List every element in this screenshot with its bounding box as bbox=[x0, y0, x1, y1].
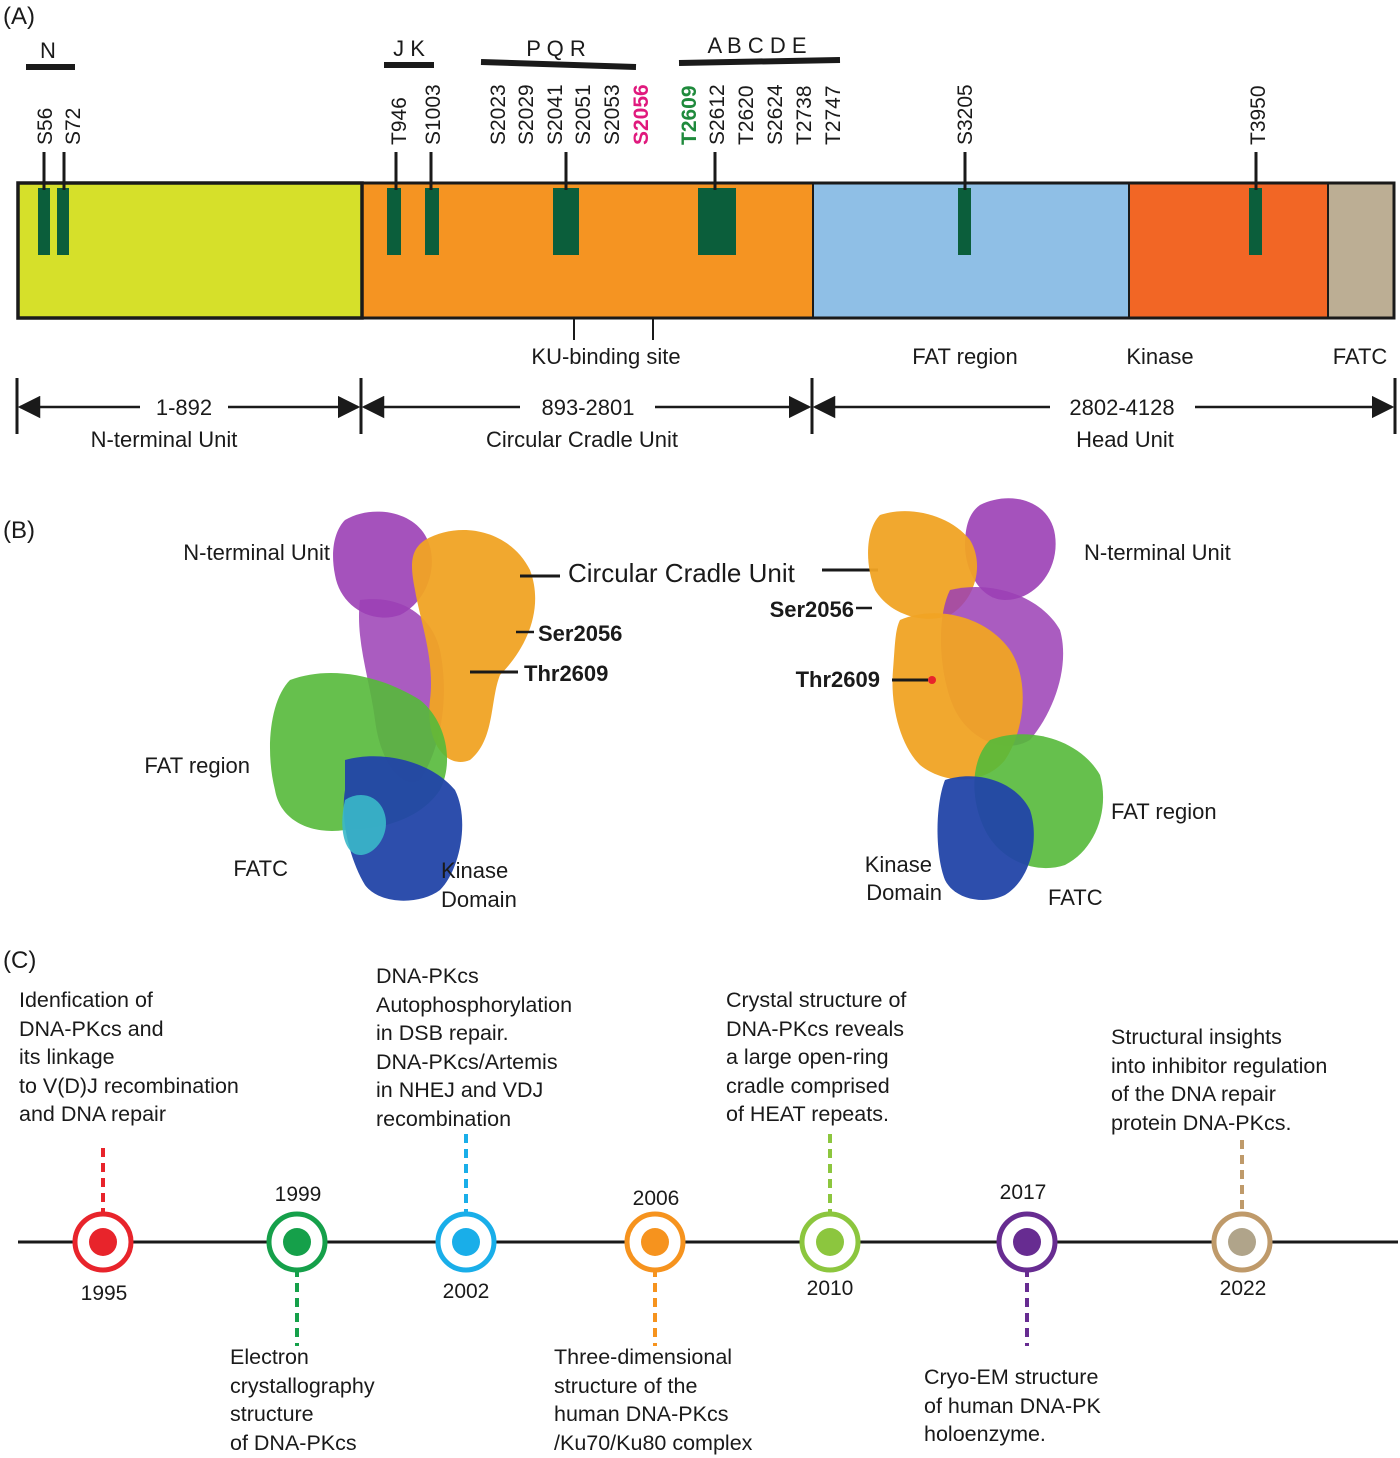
year-2022: 2022 bbox=[1220, 1277, 1267, 1300]
site-s2041: S2041 bbox=[544, 84, 567, 145]
event-1995-text: Idenfication of DNA-PKcs and its linkage… bbox=[19, 988, 239, 1127]
site-s72: S72 bbox=[62, 108, 85, 145]
site-s56: S56 bbox=[34, 108, 57, 145]
timeline-marker-2010 bbox=[799, 1211, 861, 1273]
kinase-label: Kinase bbox=[1126, 344, 1193, 369]
cluster-pqr-label: P Q R bbox=[526, 36, 586, 61]
kinase-segment bbox=[1129, 183, 1328, 318]
site-s2612: S2612 bbox=[706, 84, 729, 145]
year-1999: 1999 bbox=[275, 1183, 322, 1206]
left-ser2056-label: Ser2056 bbox=[538, 621, 622, 646]
fat-region-label: FAT region bbox=[912, 344, 1018, 369]
timeline-marker-1995 bbox=[72, 1211, 134, 1273]
year-2006: 2006 bbox=[633, 1187, 680, 1210]
site-s1003: S1003 bbox=[422, 84, 445, 145]
site-s2056-highlight: S2056 bbox=[630, 84, 653, 145]
fatc-segment bbox=[1328, 183, 1394, 318]
event-2010-text: Crystal structure of DNA-PKcs reveals a … bbox=[726, 988, 907, 1127]
year-2010: 2010 bbox=[807, 1277, 854, 1300]
event-2022-text: Structural insights into inhibitor regul… bbox=[1111, 1025, 1328, 1135]
head-range: 2802-4128 bbox=[1069, 395, 1174, 420]
cradle-unit-label: Circular Cradle Unit bbox=[568, 558, 796, 588]
site-s2023: S2023 bbox=[487, 84, 510, 145]
domain-bar bbox=[16, 152, 1396, 320]
timeline-marker-2002 bbox=[435, 1211, 497, 1273]
unit-ranges: 1-892 N-terminal Unit 893-2801 Circular … bbox=[15, 378, 1397, 452]
panel-c-label: (C) bbox=[3, 947, 36, 974]
right-fatc-label: FATC bbox=[1048, 885, 1103, 910]
event-1999-text: Electron crystallography structure of DN… bbox=[230, 1345, 375, 1455]
timeline-marker-2017 bbox=[996, 1211, 1058, 1273]
phosphosite-markers bbox=[38, 188, 1262, 255]
site-s2624: S2624 bbox=[764, 84, 787, 145]
site-t2609-highlight: T2609 bbox=[678, 85, 701, 145]
structure-left-image bbox=[270, 511, 536, 901]
site-ticks bbox=[42, 152, 1258, 190]
event-2006-text: Three-dimensional structure of the human… bbox=[554, 1345, 753, 1455]
right-kinase-label: Kinase bbox=[865, 852, 932, 877]
cluster-n-label: N bbox=[40, 38, 56, 63]
panel-b-label: (B) bbox=[3, 517, 35, 544]
event-2002-text: DNA-PKcs Autophosphorylation in DSB repa… bbox=[376, 964, 573, 1131]
site-t2620: T2620 bbox=[735, 85, 758, 145]
left-nterm-label: N-terminal Unit bbox=[183, 540, 330, 565]
right-domain-label: Domain bbox=[866, 880, 942, 905]
site-s2029: S2029 bbox=[515, 84, 538, 145]
cluster-jk-label: J K bbox=[393, 36, 425, 61]
year-2002: 2002 bbox=[443, 1280, 490, 1303]
timeline-marker-2006 bbox=[624, 1211, 686, 1273]
event-2017-text: Cryo-EM structure of human DNA-PK holoen… bbox=[924, 1365, 1101, 1447]
nterm-unit-name: N-terminal Unit bbox=[91, 427, 238, 452]
right-fat-label: FAT region bbox=[1111, 799, 1217, 824]
site-t946: T946 bbox=[388, 97, 411, 145]
site-s2051: S2051 bbox=[572, 84, 595, 145]
right-ser2056-label: Ser2056 bbox=[770, 597, 854, 622]
cluster-brackets: N J K P Q R A B C D E bbox=[26, 33, 841, 70]
timeline-marker-1999 bbox=[266, 1211, 328, 1273]
year-2017: 2017 bbox=[1000, 1181, 1047, 1204]
left-thr2609-label: Thr2609 bbox=[524, 661, 608, 686]
ku-binding-label: KU-binding site bbox=[531, 344, 680, 369]
left-kinase-label: Kinase bbox=[441, 858, 508, 883]
left-domain-label: Domain bbox=[441, 887, 517, 912]
nterm-range: 1-892 bbox=[156, 395, 212, 420]
right-thr2609-label: Thr2609 bbox=[796, 667, 880, 692]
head-unit-name: Head Unit bbox=[1076, 427, 1174, 452]
site-s2053: S2053 bbox=[601, 84, 624, 145]
site-t3950: T3950 bbox=[1247, 85, 1270, 145]
cradle-unit-name: Circular Cradle Unit bbox=[486, 427, 678, 452]
site-labels: S56 S72 T946 S1003 S2023 S2029 S2041 S20… bbox=[34, 84, 1270, 145]
fatc-label: FATC bbox=[1333, 344, 1388, 369]
year-1995: 1995 bbox=[81, 1282, 128, 1305]
site-t2747: T2747 bbox=[822, 85, 845, 145]
left-fat-label: FAT region bbox=[144, 753, 250, 778]
panel-a-label: (A) bbox=[3, 3, 35, 30]
nterm-segment bbox=[18, 183, 362, 318]
cradle-range: 893-2801 bbox=[542, 395, 635, 420]
site-s3205: S3205 bbox=[954, 84, 977, 145]
left-fatc-label: FATC bbox=[233, 856, 288, 881]
site-t2738: T2738 bbox=[793, 85, 816, 145]
structure-right-image bbox=[868, 498, 1104, 900]
right-nterm-label: N-terminal Unit bbox=[1084, 540, 1231, 565]
cluster-abcde-label: A B C D E bbox=[707, 33, 806, 58]
timeline-marker-2022 bbox=[1211, 1211, 1273, 1273]
